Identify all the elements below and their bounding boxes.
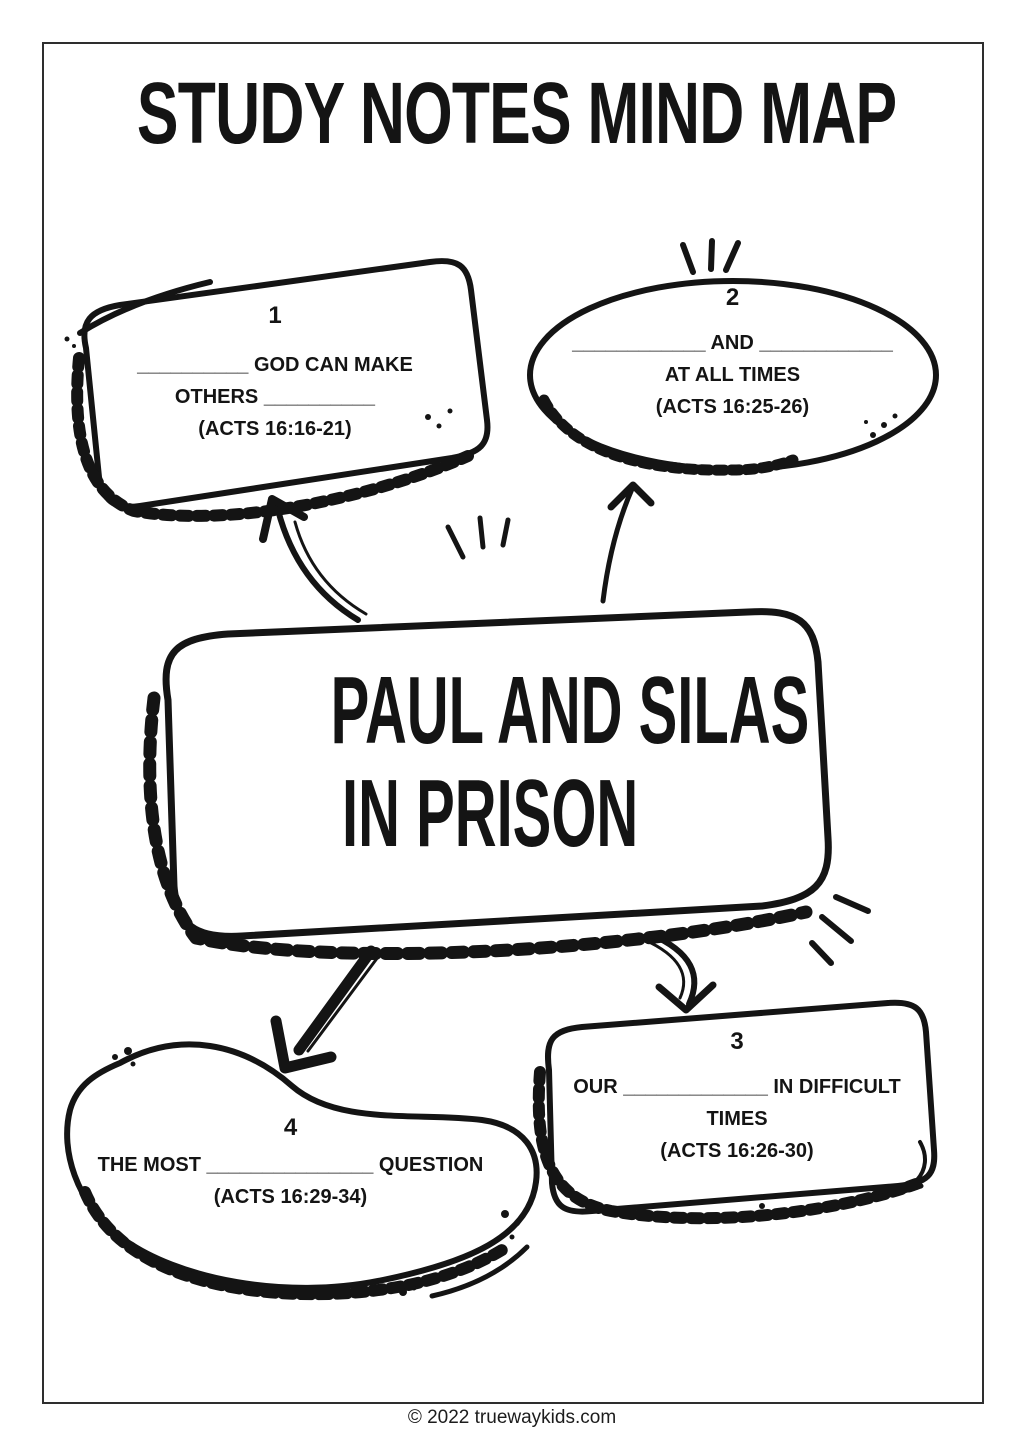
page-title-text: STUDY NOTES MIND MAP [136, 63, 897, 163]
dot [64, 336, 70, 342]
node-4-line-2: (ACTS 16:29-34) [213, 1186, 368, 1208]
node-4-number: 4 [283, 1114, 298, 1141]
node-2-text: 2 ____________ AND ____________ AT ALL T… [555, 283, 910, 423]
emphasis-stroke [809, 940, 834, 966]
node-4-outline [64, 1041, 540, 1291]
center-outline [162, 608, 832, 940]
node-3-line-2: TIMES [706, 1108, 768, 1130]
dot [864, 420, 868, 424]
arrow-head [607, 481, 655, 511]
emphasis-stroke [500, 517, 511, 548]
center-title-line-2: IN PRISON [341, 760, 639, 868]
dot [892, 413, 898, 419]
dot [130, 1061, 136, 1067]
node-1-line-1: __________ GOD CAN MAKE [137, 354, 413, 376]
center-top-emphasis-strokes [445, 515, 511, 560]
node-1-hatching [71, 352, 474, 522]
node-3-outline [545, 999, 938, 1215]
node-1-line-3: (ACTS 16:16-21) [198, 418, 352, 440]
node-4-bubble [64, 1041, 540, 1301]
dot [425, 414, 431, 420]
node-3-dots [759, 1203, 778, 1215]
arrow-shaft [600, 486, 635, 604]
dot [509, 1234, 515, 1240]
arrow-center-to-node-1 [259, 495, 368, 623]
arrow-shaft-double-stroke [306, 955, 380, 1053]
copyright-footer: © 2022 truewaykids.com [407, 1407, 617, 1428]
node-3-accent-stroke [785, 1183, 924, 1214]
node-3-text: 3 OUR _____________ IN DIFFICULT TIMES (… [563, 1027, 911, 1167]
center-title-line-1: PAUL AND SILAS [330, 657, 810, 765]
node-2-bubble [527, 238, 939, 476]
node-3-corner-accent [915, 1140, 927, 1182]
center-node-text: PAUL AND SILAS IN PRISON [190, 658, 810, 868]
node-1-accent-stroke [77, 279, 213, 336]
node-4-text: 4 THE MOST _______________ QUESTION (ACT… [88, 1113, 493, 1213]
dot [514, 1220, 520, 1226]
dot [772, 1209, 778, 1215]
emphasis-stroke [833, 894, 871, 914]
dot [447, 408, 453, 414]
dot [112, 1054, 118, 1060]
arrow-head [270, 1015, 337, 1074]
dot [870, 432, 876, 438]
node-3-bubble [532, 999, 938, 1225]
node-2-number: 2 [725, 284, 740, 311]
emphasis-stroke [708, 238, 715, 272]
dot [399, 1288, 407, 1296]
center-bubble [143, 515, 871, 966]
node-1-number: 1 [268, 302, 282, 329]
emphasis-stroke [819, 914, 854, 944]
dot [72, 344, 76, 348]
dot [759, 1203, 765, 1209]
emphasis-stroke [445, 524, 466, 560]
dot [501, 1210, 509, 1218]
arrow-shaft [293, 945, 377, 1056]
page-title: STUDY NOTES MIND MAP [42, 64, 982, 163]
center-hatching [143, 691, 813, 961]
node-2-line-3: (ACTS 16:25-26) [655, 396, 810, 418]
arrow-shaft [275, 507, 361, 623]
node-3-line-1: OUR _____________ IN DIFFICULT [573, 1076, 901, 1098]
node-1-line-2: OTHERS __________ [174, 386, 376, 408]
arrow-shaft-double-stroke [293, 520, 368, 616]
arrow-center-to-node-3 [643, 931, 717, 1014]
dot [436, 423, 442, 429]
emphasis-stroke [723, 240, 741, 273]
node-4-dots [112, 1047, 520, 1296]
node-4-accent-stroke [429, 1244, 530, 1299]
node-3-number: 3 [730, 1028, 744, 1055]
emphasis-stroke [477, 515, 486, 550]
node-3-line-3: (ACTS 16:26-30) [660, 1140, 814, 1162]
node-4-hatching [79, 1186, 508, 1301]
node-4-line-1: THE MOST _______________ QUESTION [97, 1154, 484, 1176]
arrow-shaft-double-stroke [643, 938, 686, 1000]
center-corner-emphasis-strokes [809, 894, 871, 966]
node-2-line-2: AT ALL TIMES [664, 364, 801, 386]
arrow-center-to-node-4 [270, 945, 380, 1074]
dot [881, 422, 887, 428]
node-1-bubble [64, 258, 491, 522]
dot [124, 1047, 132, 1055]
arrow-head [259, 495, 308, 543]
node-2-line-1: ____________ AND ____________ [572, 332, 893, 354]
arrow-center-to-node-2 [600, 481, 655, 604]
emphasis-stroke [680, 242, 696, 275]
node-2-emphasis-strokes [680, 238, 741, 275]
arrow-head [655, 981, 717, 1014]
node-2-hatching [538, 394, 799, 476]
arrow-shaft [647, 931, 698, 1007]
dot [411, 1285, 417, 1291]
node-1-text: 1 __________ GOD CAN MAKE OTHERS _______… [100, 301, 450, 445]
node-2-dots [864, 413, 898, 438]
node-1-dots [64, 336, 453, 429]
